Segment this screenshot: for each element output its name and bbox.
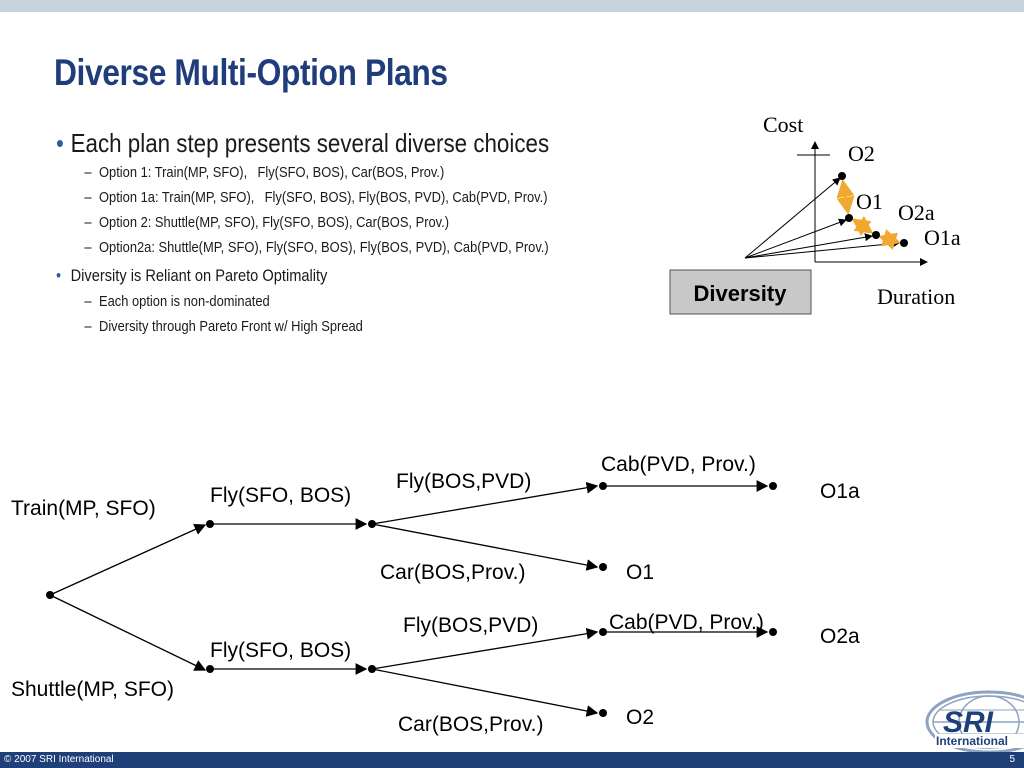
node xyxy=(46,591,54,599)
node xyxy=(368,520,376,528)
sub-bullet: –Diversity through Pareto Front w/ High … xyxy=(84,318,363,335)
edge xyxy=(371,481,599,525)
node xyxy=(599,628,607,636)
y-axis-label: Cost xyxy=(763,112,803,137)
edge xyxy=(49,523,207,596)
diversity-arrow xyxy=(744,177,841,259)
edge xyxy=(371,523,599,571)
spread-arrow xyxy=(836,179,855,215)
edge xyxy=(371,627,599,670)
point-label: O2 xyxy=(848,141,875,166)
node xyxy=(206,520,214,528)
sub-bullet: –Option2a: Shuttle(MP, SFO), Fly(SFO, BO… xyxy=(84,239,549,256)
edge xyxy=(371,668,599,717)
sub-bullet: –Each option is non-dominated xyxy=(84,293,270,310)
spread-arrow xyxy=(878,229,901,250)
edge xyxy=(49,594,207,671)
sub-bullet: –Option 2: Shuttle(MP, SFO), Fly(SFO, BO… xyxy=(84,214,450,231)
node xyxy=(769,482,777,490)
bullet-list: •Each plan step presents several diverse… xyxy=(56,127,696,339)
node-label: O1a xyxy=(820,480,860,503)
slide-title: Diverse Multi-Option Plans xyxy=(54,52,448,93)
copyright: © 2007 SRI International xyxy=(4,754,114,765)
diversity-label: Diversity xyxy=(694,281,788,306)
node-label: Cab(PVD, Prov.) xyxy=(609,611,764,634)
diversity-box xyxy=(669,269,812,315)
diversity-arrow xyxy=(744,233,873,259)
diversity-arrow xyxy=(744,239,900,259)
node-label: Fly(BOS,PVD) xyxy=(396,470,531,493)
point-o1a xyxy=(900,239,908,247)
plan-tree: Train(MP, SFO) Shuttle(MP, SFO) Fly(SFO,… xyxy=(11,453,860,736)
sub-bullet: –Option 1a: Train(MP, SFO),Fly(SFO, BOS)… xyxy=(84,189,548,206)
sub-bullet: –Option 1: Train(MP, SFO),Fly(SFO, BOS),… xyxy=(84,164,445,181)
node-label: O1 xyxy=(626,561,654,584)
node-label: Shuttle(MP, SFO) xyxy=(11,678,174,701)
logo-subtext: International xyxy=(936,734,1008,748)
point-label: O1 xyxy=(856,189,883,214)
point-o1 xyxy=(845,214,853,222)
diversity-arrow xyxy=(744,218,847,259)
spread-arrow xyxy=(851,215,874,237)
node-label: Car(BOS,Prov.) xyxy=(398,713,543,736)
node-label: Fly(BOS,PVD) xyxy=(403,614,538,637)
x-axis-label: Duration xyxy=(877,284,955,309)
footer-bar: © 2007 SRI International 5 xyxy=(0,752,1024,768)
page-number: 5 xyxy=(1009,754,1015,765)
node-label: Cab(PVD, Prov.) xyxy=(601,453,756,476)
point-label: O2a xyxy=(898,200,935,225)
pareto-diagram: Cost Duration O2 O1 O2a O1a Diversity xyxy=(669,112,961,315)
point-o2a xyxy=(872,231,880,239)
point-label: O1a xyxy=(924,225,961,250)
sri-logo: SRI International xyxy=(925,690,1024,752)
node-label: Fly(SFO, BOS) xyxy=(210,639,351,662)
node xyxy=(599,709,607,717)
node xyxy=(599,482,607,490)
node xyxy=(206,665,214,673)
node-label: O2 xyxy=(626,706,654,729)
logo-text: SRI xyxy=(943,706,994,739)
node-label: Fly(SFO, BOS) xyxy=(210,484,351,507)
node-label: Train(MP, SFO) xyxy=(11,497,156,520)
bullet-dot: • xyxy=(56,128,64,158)
bullet-2: •Diversity is Reliant on Pareto Optimali… xyxy=(56,262,606,289)
bullet-1: •Each plan step presents several diverse… xyxy=(56,128,550,158)
node xyxy=(769,628,777,636)
point-o2 xyxy=(838,172,846,180)
bullet-dot: • xyxy=(56,266,62,285)
top-band xyxy=(0,0,1024,12)
node xyxy=(599,563,607,571)
node xyxy=(368,665,376,673)
node-label: Car(BOS,Prov.) xyxy=(380,561,525,584)
node-label: O2a xyxy=(820,625,860,648)
